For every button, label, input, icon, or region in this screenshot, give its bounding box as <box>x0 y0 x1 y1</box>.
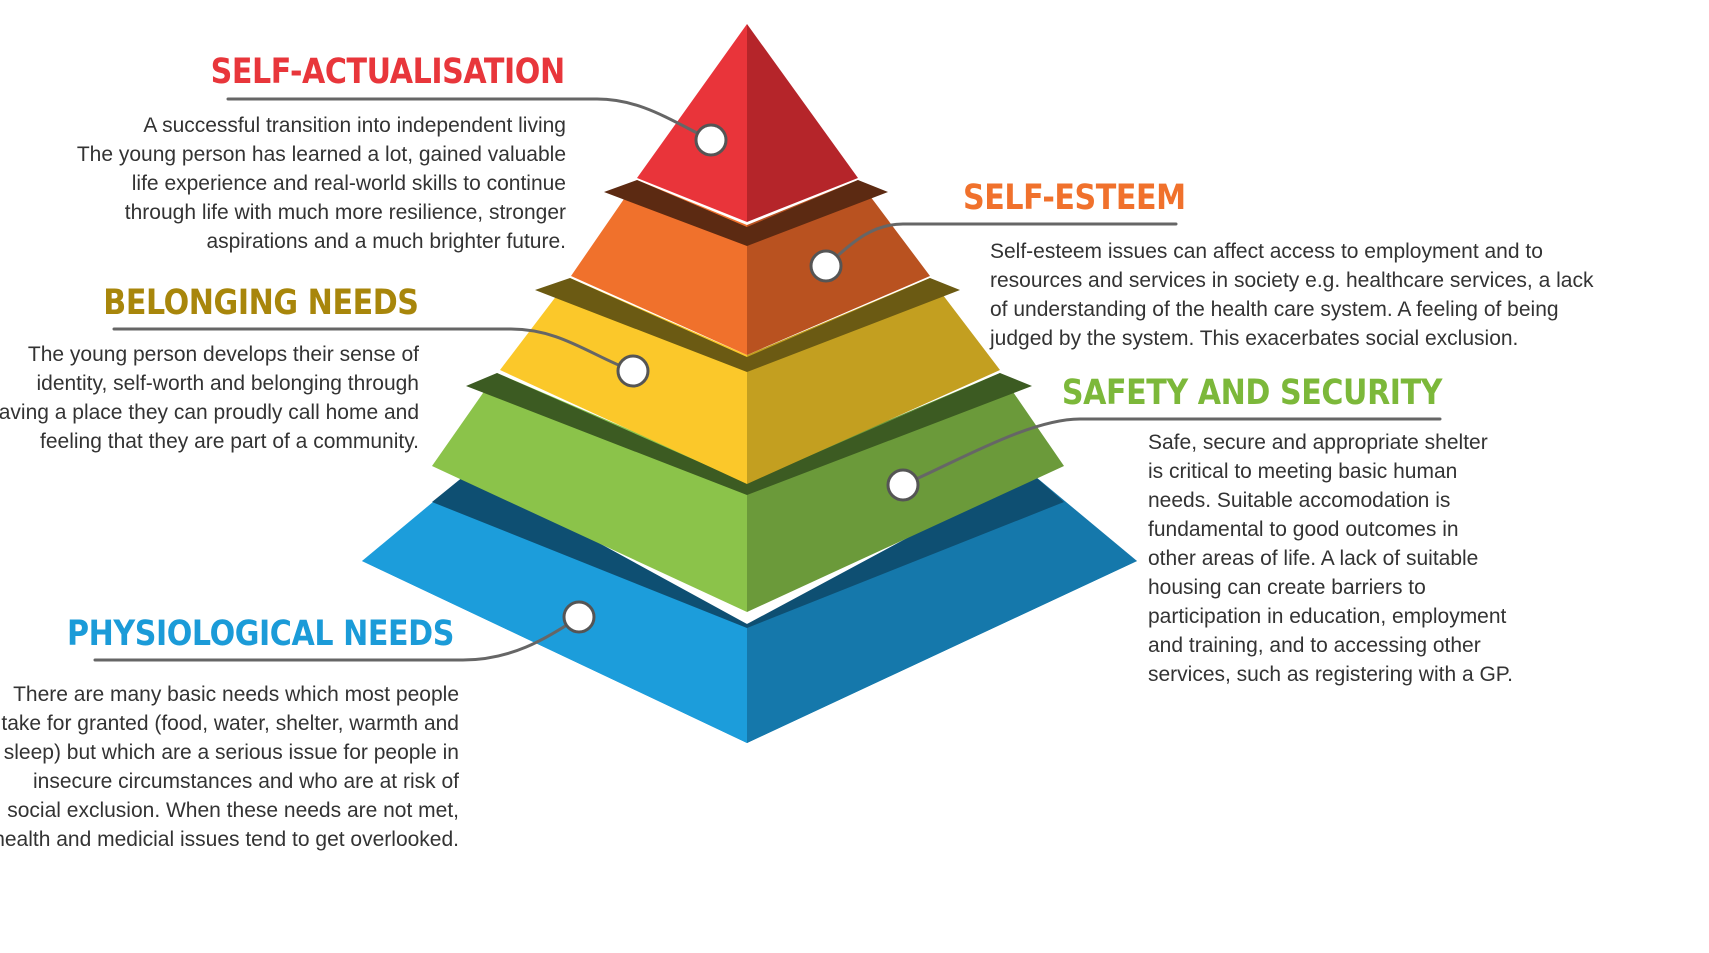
description-line: health and medicial issues tend to get o… <box>0 828 459 851</box>
safety-tier-face-left <box>432 373 747 612</box>
description-line: Self-esteem issues can affect access to … <box>990 240 1543 263</box>
belonging-tier-face-right <box>747 278 1000 484</box>
safety-and-security-description: Safe, secure and appropriate shelter is … <box>1148 428 1513 689</box>
description-line: social exclusion. When these needs are n… <box>7 799 459 822</box>
description-line: identity, self-worth and belonging throu… <box>36 372 419 395</box>
dot-safety <box>886 468 920 502</box>
description-line: having a place they can proudly call hom… <box>0 401 419 424</box>
description-line: sleep) but which are a serious issue for… <box>3 741 459 764</box>
description-line: take for granted (food, water, shelter, … <box>1 712 459 735</box>
description-line: needs. Suitable accomodation is <box>1148 489 1451 512</box>
pyramid-tier-self-actualisation <box>637 24 858 222</box>
belonging-tier-rim <box>535 278 960 372</box>
pyramid-tier-physiological <box>362 472 1137 743</box>
physiological-needs-title: PHYSIOLOGICAL NEEDS <box>67 614 454 654</box>
description-line: housing can create barriers to <box>1148 576 1426 599</box>
description-line: aspirations and a much brighter future. <box>206 230 566 253</box>
connector-dots <box>562 123 920 634</box>
description-line: life experience and real-world skills to… <box>131 172 566 195</box>
description-line: through life with much more resilience, … <box>124 201 566 224</box>
description-line: other areas of life. A lack of suitable <box>1148 547 1479 570</box>
physiological-tier-face-left <box>362 472 747 743</box>
description-line: insecure circumstances and who are at ri… <box>32 770 459 793</box>
physiological-needs-description: There are many basic needs which most pe… <box>0 680 459 854</box>
self-esteem-description: Self-esteem issues can affect access to … <box>990 237 1593 353</box>
description-line: is critical to meeting basic human <box>1148 460 1458 483</box>
self-esteem-tier-rim <box>604 180 888 246</box>
safety-tier-rim <box>466 373 1032 495</box>
description-line: fundamental to good outcomes in <box>1148 518 1459 541</box>
description-line: The young person has learned a lot, gain… <box>76 143 566 166</box>
description-line: feeling that they are part of a communit… <box>40 430 419 453</box>
self-esteem-title: SELF-ESTEEM <box>963 178 1186 218</box>
dot-belonging <box>616 354 650 388</box>
dot-self-esteem <box>809 249 843 283</box>
self-actualisation-description: A successful transition into independent… <box>77 111 566 256</box>
description-line: Safe, secure and appropriate shelter <box>1148 431 1488 454</box>
description-line: judged by the system. This exacerbates s… <box>990 327 1519 350</box>
description-line: participation in education, employment <box>1148 605 1507 628</box>
safety-and-security-title: SAFETY AND SECURITY <box>1061 373 1443 413</box>
self-actualisation-tier-face-right <box>747 24 858 222</box>
description-line: of understanding of the health care syst… <box>990 298 1559 321</box>
dot-physiological <box>562 600 596 634</box>
description-line: There are many basic needs which most pe… <box>13 683 459 706</box>
self-actualisation-tier-face-left <box>637 24 747 222</box>
description-line: services, such as registering with a GP. <box>1148 663 1513 686</box>
connector-belonging <box>112 327 635 373</box>
belonging-needs-title: BELONGING NEEDS <box>103 283 420 323</box>
connector-self-actualisation <box>226 97 713 142</box>
self-actualisation-title: SELF-ACTUALISATION <box>210 52 565 92</box>
description-line: A successful transition into independent… <box>143 114 566 137</box>
description-line: resources and services in society e.g. h… <box>990 269 1594 292</box>
belonging-needs-description: The young person develops their sense of… <box>0 340 419 456</box>
physiological-tier-face-right <box>747 472 1137 743</box>
dot-self-actualisation <box>694 123 728 157</box>
description-line: and training, and to accessing other <box>1148 634 1481 657</box>
connector-safety <box>901 417 1442 487</box>
description-line: The young person develops their sense of <box>27 343 419 366</box>
